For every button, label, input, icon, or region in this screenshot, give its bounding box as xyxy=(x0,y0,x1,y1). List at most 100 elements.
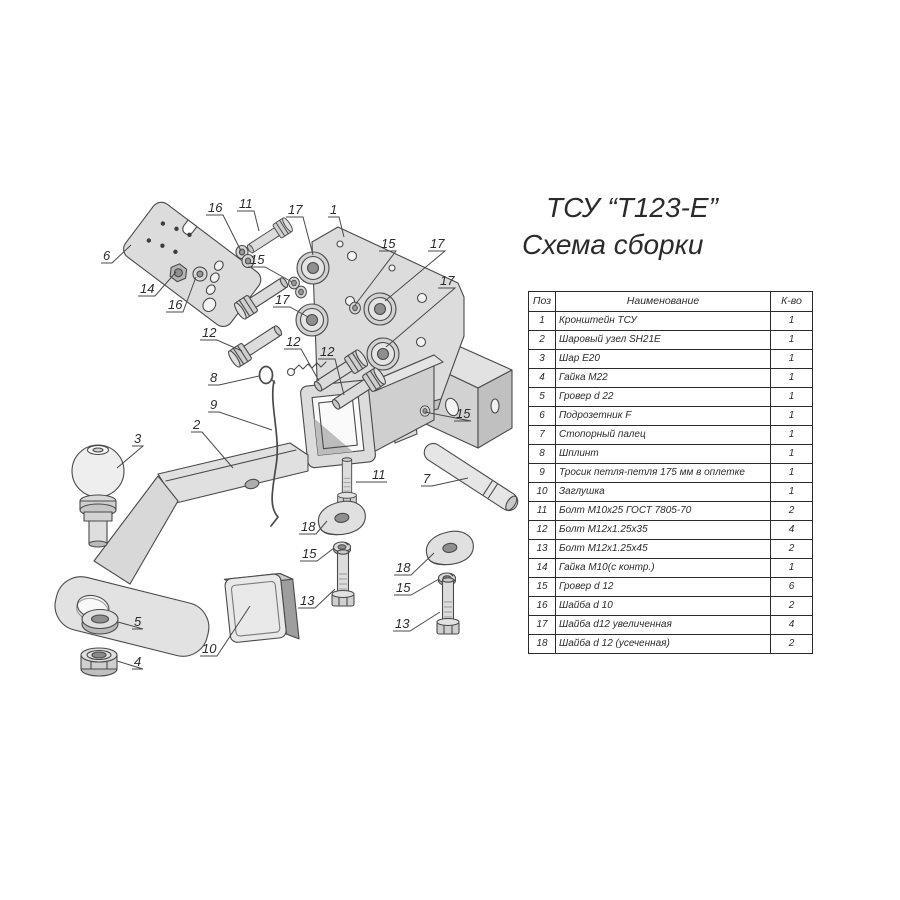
callout-leader xyxy=(273,306,309,318)
callout-label: 11 xyxy=(239,196,253,211)
cell-pos: 14 xyxy=(528,558,556,578)
callout-label: 2 xyxy=(192,417,201,432)
grover-part15 xyxy=(419,405,431,417)
callout-label: 17 xyxy=(430,236,445,251)
cell-qty: 6 xyxy=(770,577,813,597)
callout-leader xyxy=(248,266,293,283)
table-row: 3 Шар Е20 1 xyxy=(528,349,813,369)
table-row: 17 Шайба d12 увеличенная 4 xyxy=(528,615,813,635)
table-row: 18 Шайба d 12 (усеченная) 2 xyxy=(528,634,813,654)
callout-label: 17 xyxy=(275,292,290,307)
cell-qty: 2 xyxy=(770,501,813,521)
cell-pos: 7 xyxy=(528,425,556,445)
callout-leader xyxy=(200,339,243,352)
cell-name: Шайба d 12 (усеченная) xyxy=(555,634,771,654)
shackle-part8 xyxy=(258,365,276,385)
callout-leader xyxy=(206,214,242,252)
callout-label: 7 xyxy=(423,471,431,486)
cell-qty: 2 xyxy=(770,634,813,654)
callout-leader xyxy=(101,244,132,264)
title-model: ТСУ “Т123-Е” xyxy=(546,192,718,223)
cell-name: Шаровый узел SH21E xyxy=(555,330,771,350)
cell-name: Болт М12х1.25х45 xyxy=(555,539,771,559)
table-row: 10 Заглушка 1 xyxy=(528,482,813,502)
callout-label: 10 xyxy=(202,641,217,656)
washer-part18 xyxy=(423,528,477,569)
cell-qty: 1 xyxy=(770,349,813,369)
callout-leader xyxy=(200,605,251,657)
callout-label: 15 xyxy=(250,252,265,267)
callout-label: 8 xyxy=(210,370,218,385)
cell-name: Гайка М10(с контр.) xyxy=(555,558,771,578)
cell-pos: 5 xyxy=(528,387,556,407)
callout-label: 6 xyxy=(103,248,111,263)
cell-qty: 1 xyxy=(770,368,813,388)
cell-name: Гровер d 12 xyxy=(555,577,771,597)
cell-name: Гровер d 22 xyxy=(555,387,771,407)
cell-qty: 1 xyxy=(770,444,813,464)
callout-leader xyxy=(208,411,273,431)
cell-pos: 13 xyxy=(528,539,556,559)
cell-qty: 1 xyxy=(770,425,813,445)
callout-leader xyxy=(299,520,328,535)
callout-leader xyxy=(116,660,144,670)
cell-name: Шар Е20 xyxy=(555,349,771,369)
cell-qty: 4 xyxy=(770,520,813,540)
cell-name: Шайба d 10 xyxy=(555,596,771,616)
table-row: 15 Гровер d 12 6 xyxy=(528,577,813,597)
callout-label: 17 xyxy=(440,273,455,288)
washer-part18 xyxy=(315,498,369,539)
callout-label: 18 xyxy=(396,560,411,575)
callout-leader xyxy=(328,216,345,238)
table-row: 4 Гайка М22 1 xyxy=(528,368,813,388)
cell-name: Заглушка xyxy=(555,482,771,502)
callout-leader xyxy=(300,547,335,562)
washer-part17 xyxy=(363,292,397,326)
cell-qty: 4 xyxy=(770,615,813,635)
callout-label: 3 xyxy=(134,431,142,446)
callout-leader xyxy=(237,210,260,232)
callout-leader xyxy=(138,271,177,297)
callout-label: 15 xyxy=(456,406,471,421)
callout-leader xyxy=(384,250,447,302)
cell-pos: 17 xyxy=(528,615,556,635)
callout-leader xyxy=(424,411,472,422)
cell-qty: 1 xyxy=(770,330,813,350)
washer-part17 xyxy=(366,337,400,371)
table-header-row: Поз Наименование К-во xyxy=(528,291,813,312)
lock-pin-part7 xyxy=(423,442,519,512)
callout-leader xyxy=(385,287,457,348)
cell-pos: 8 xyxy=(528,444,556,464)
callout-label: 15 xyxy=(396,580,411,595)
cell-pos: 1 xyxy=(528,311,556,331)
cell-pos: 16 xyxy=(528,596,556,616)
cell-qty: 2 xyxy=(770,539,813,559)
callout-label: 15 xyxy=(381,236,396,251)
callout-label: 12 xyxy=(320,344,335,359)
title-subtitle: Схема сборки xyxy=(522,228,704,260)
callout-leader xyxy=(393,611,441,632)
callout-leader xyxy=(208,375,260,386)
cell-pos: 9 xyxy=(528,463,556,483)
cell-name: Болт М12х1.25х35 xyxy=(555,520,771,540)
callout-leader xyxy=(284,348,320,382)
table-row: 1 Кронштейн ТСУ 1 xyxy=(528,311,813,331)
table-row: 14 Гайка М10(с контр.) 1 xyxy=(528,558,813,578)
cell-pos: 2 xyxy=(528,330,556,350)
cell-pos: 15 xyxy=(528,577,556,597)
cell-qty: 1 xyxy=(770,482,813,502)
callout-label: 9 xyxy=(210,397,217,412)
cell-name: Шайба d12 увеличенная xyxy=(555,615,771,635)
table-row: 11 Болт М10х25 ГОСТ 7805-70 2 xyxy=(528,501,813,521)
callout-label: 13 xyxy=(300,593,315,608)
callout-label: 12 xyxy=(286,334,301,349)
callout-label: 16 xyxy=(168,297,183,312)
callout-label: 15 xyxy=(302,546,317,561)
socket-plate-part6 xyxy=(123,201,262,328)
cell-name: Шплинт xyxy=(555,444,771,464)
bolt-part11-top xyxy=(243,216,295,258)
washer-part17 xyxy=(295,303,329,337)
